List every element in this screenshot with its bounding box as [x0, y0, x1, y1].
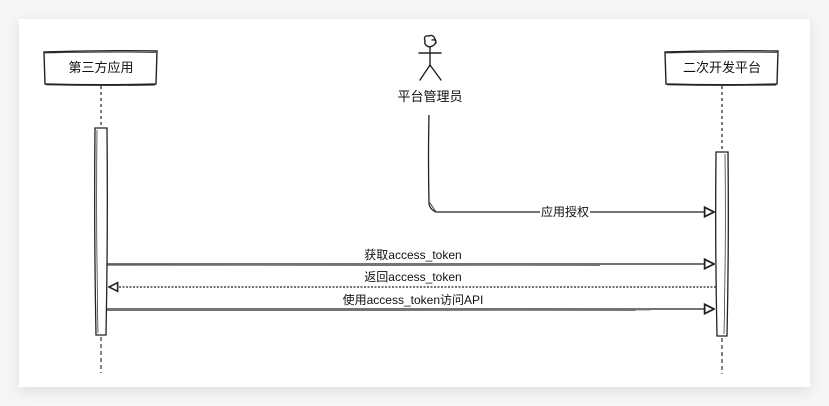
participant-dev-platform	[664, 49, 779, 86]
activation-third-party-app	[94, 127, 108, 336]
message-app-authorization	[427, 114, 715, 212]
message-get-token	[106, 264, 714, 265]
actor-label-admin: 平台管理员	[397, 89, 463, 104]
activation-dev-platform	[715, 151, 729, 337]
message-label-get-token: 获取access_token	[364, 248, 462, 262]
participant-third-party-app	[43, 49, 158, 86]
message-label-return-token: 返回access_token	[364, 270, 462, 284]
message-label-call-api: 使用access_token访问API	[342, 293, 484, 307]
message-label-app-authorization: 应用授权	[539, 205, 591, 219]
participant-label-dev-platform: 二次开发平台	[682, 60, 762, 75]
message-call-api	[106, 309, 714, 310]
actor-admin-figure	[418, 34, 442, 81]
participant-label-third-party-app: 第三方应用	[68, 60, 134, 75]
